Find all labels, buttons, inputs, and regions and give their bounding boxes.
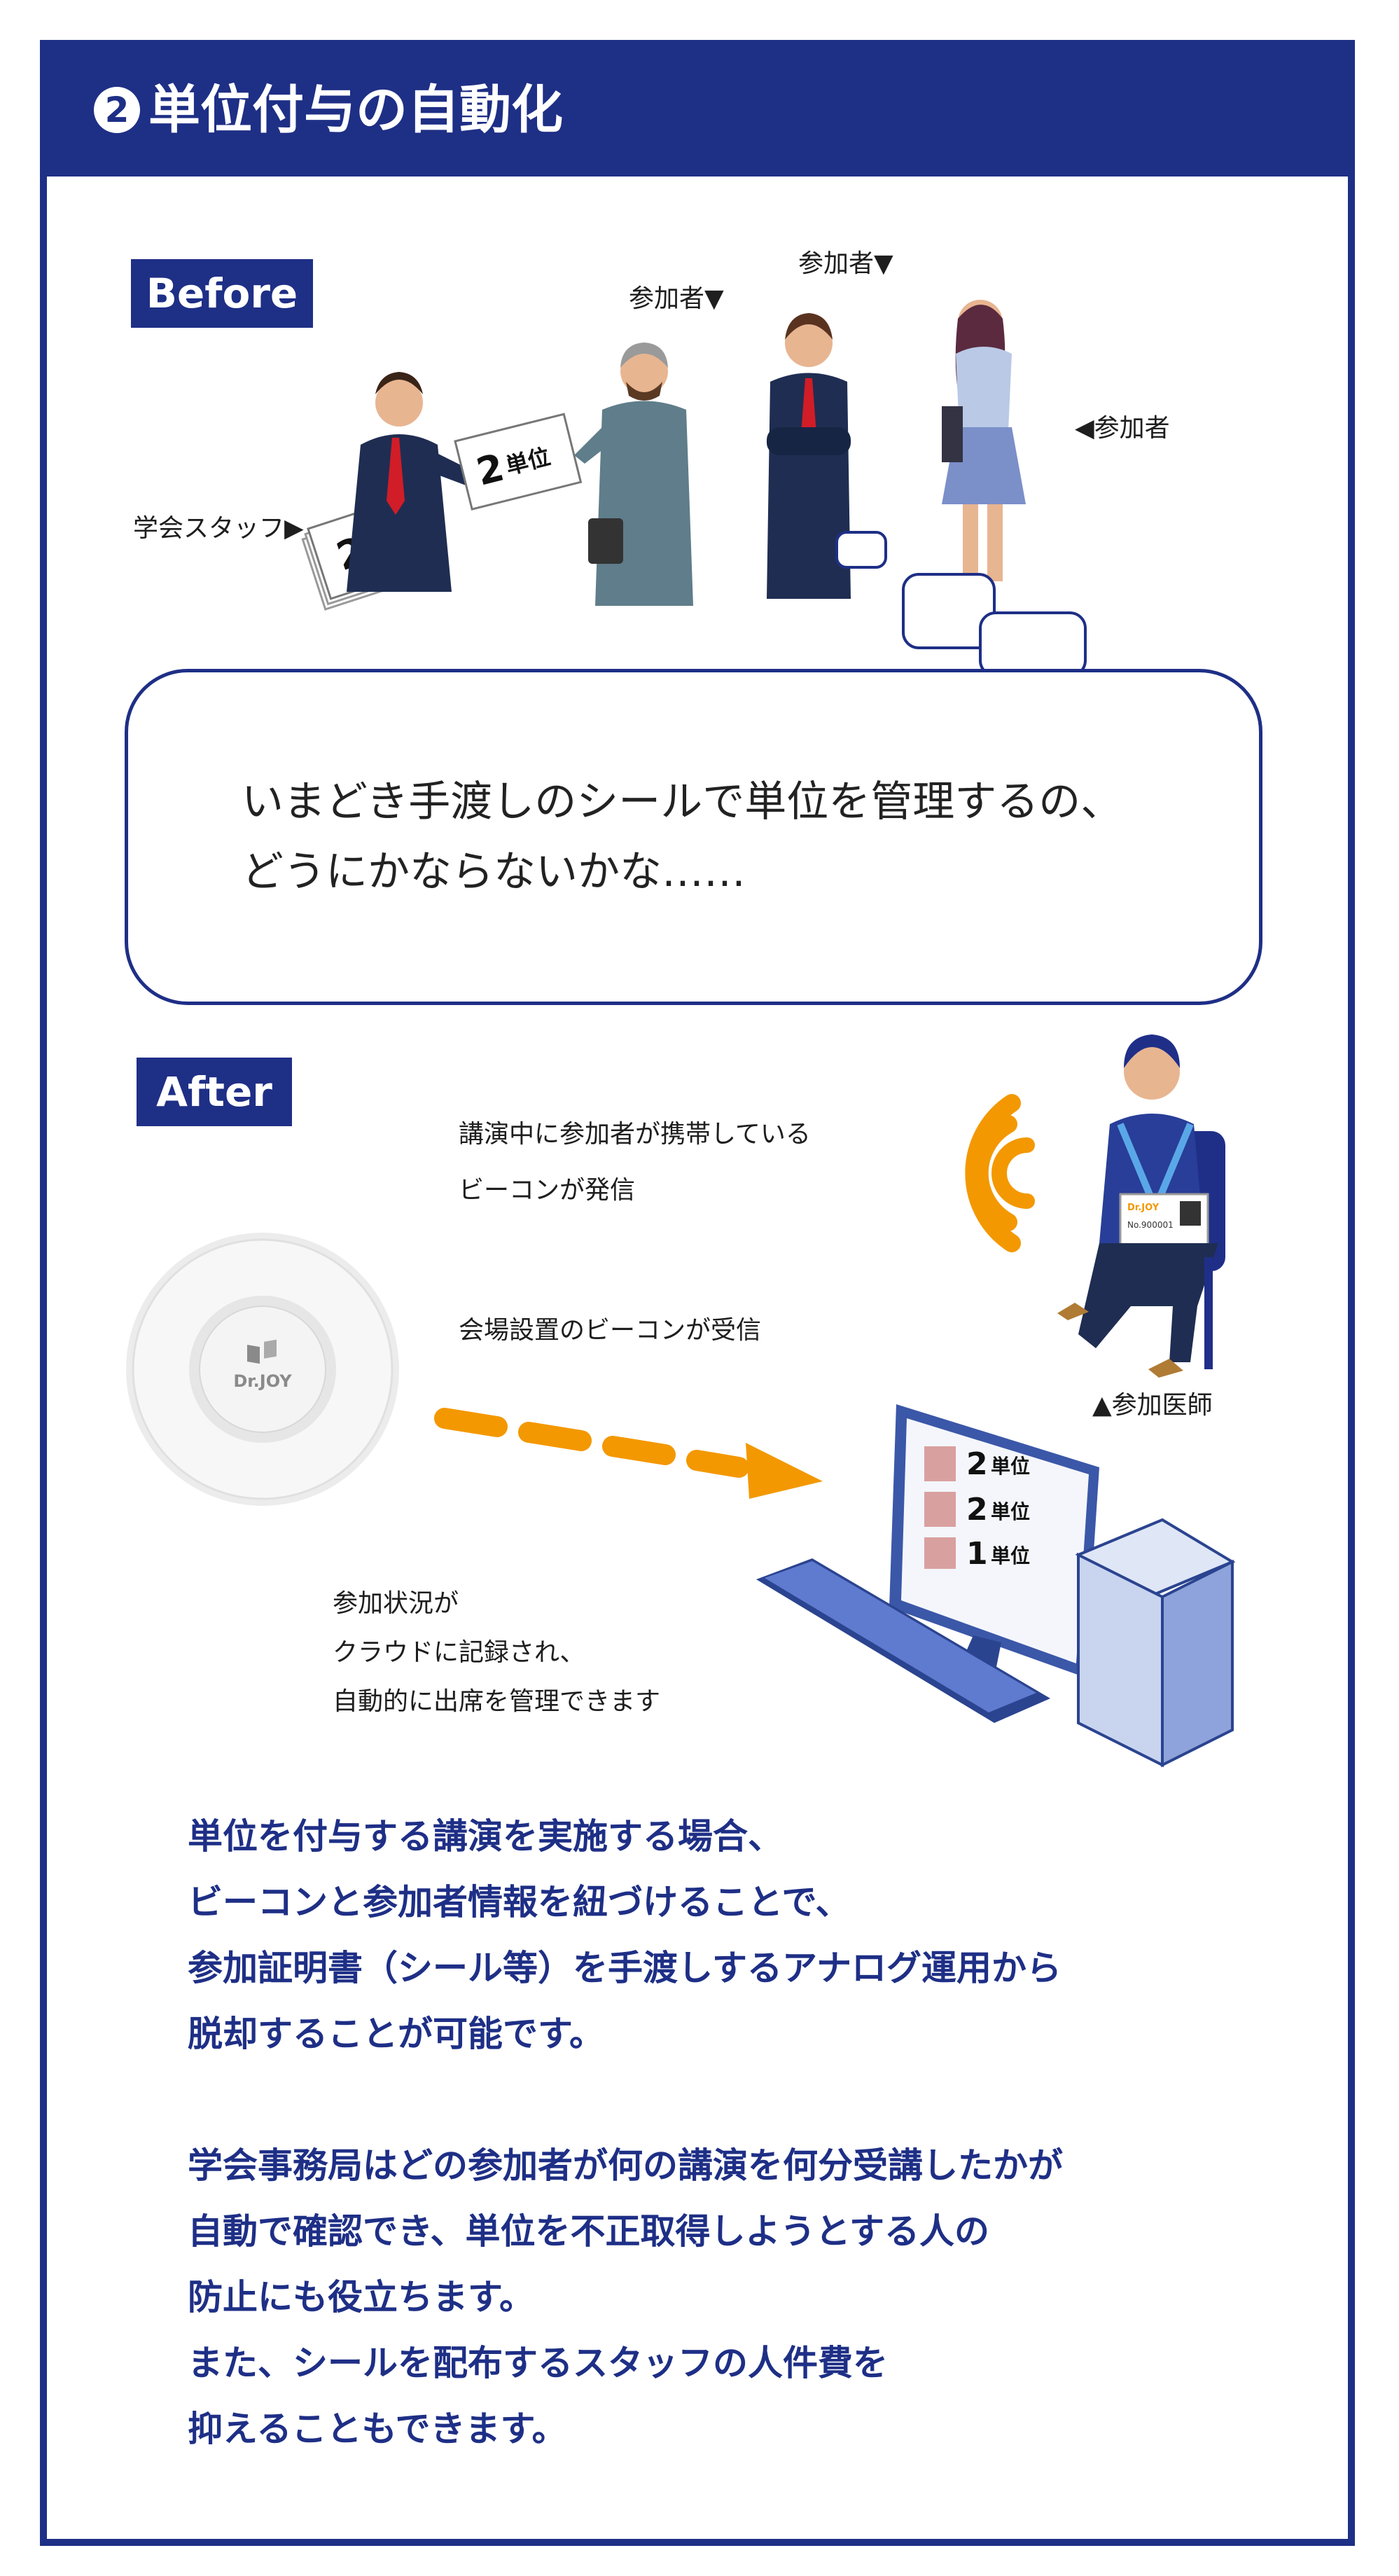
speech-line-2: どうにかならないかな…… xyxy=(242,847,746,896)
desc-p1-line-2: ビーコンと参加者情報を紐づけることで、 xyxy=(188,1882,851,1923)
thought-dots xyxy=(835,531,1087,677)
speech-line-1: いまどき手渡しのシールで単位を管理するの、 xyxy=(242,777,1123,826)
desc-p2-line-1: 学会事務局はどの参加者が何の講演を何分受講したかが xyxy=(188,2145,1063,2186)
speech-bubble-text: いまどき手渡しのシールで単位を管理するの、 どうにかならないかな…… xyxy=(242,767,1122,907)
desc-p1-line-4: 脱却することが可能です。 xyxy=(188,2014,604,2054)
paragraph-spacer xyxy=(188,2067,1063,2133)
beacon-brand: Dr.JOY xyxy=(233,1371,292,1391)
participant-label-1: 参加者▼ xyxy=(629,284,724,313)
staff-person-icon xyxy=(347,372,490,592)
section-header: 2 単位付与の自動化 xyxy=(40,40,1355,176)
desc-p2-line-4: また、シールを配布するスタッフの人件費を xyxy=(188,2343,888,2383)
computer-illustration: 2 単位 2 単位 1 単位 xyxy=(756,1404,1236,1768)
speech-bubble xyxy=(125,669,1262,1005)
number-circle-icon: 2 xyxy=(94,87,140,133)
participant-woman-icon xyxy=(942,300,1026,581)
participant-label-2: 参加者▼ xyxy=(798,249,893,278)
desc-p2-line-5: 抑えることもできます。 xyxy=(188,2409,567,2449)
desc-p1-line-1: 単位を付与する講演を実施する場合、 xyxy=(188,1816,783,1857)
screen-row-1-unit: 単位 xyxy=(991,1455,1030,1478)
badge-id: No.900001 xyxy=(1127,1220,1174,1230)
doctor-label: ▲参加医師 xyxy=(1092,1391,1213,1420)
before-people-illustration: 2 単位 2 単位 xyxy=(301,300,1026,611)
desc-p2-line-2: 自動で確認でき、単位を不正取得しようとする人の xyxy=(188,2211,989,2252)
beacon-send-text: 講演中に参加者が携帯している ビーコンが発信 xyxy=(459,1107,811,1219)
page-title: 単位付与の自動化 xyxy=(148,80,563,140)
participant-bearded-icon xyxy=(574,342,693,606)
pc-tower-icon xyxy=(1075,1518,1236,1768)
keyboard-icon xyxy=(756,1558,1050,1723)
monitor-icon: 2 単位 2 単位 1 単位 xyxy=(889,1404,1099,1677)
signal-waves-icon xyxy=(965,1094,1035,1252)
screen-row-2-num: 2 xyxy=(966,1492,988,1528)
handed-sticker-icon: 2 単位 xyxy=(454,413,583,511)
cloud-record-line-2: クラウドに記録され、 xyxy=(333,1638,585,1667)
beacon-device-icon: Dr.JOY xyxy=(126,1233,399,1506)
cloud-record-text: 参加状況が クラウドに記録され、 自動的に出席を管理できます xyxy=(333,1579,660,1726)
desc-p2-line-3: 防止にも役立ちます。 xyxy=(188,2277,534,2318)
data-flow-arrow-icon xyxy=(434,1408,823,1499)
desc-p1-line-3: 参加証明書（シール等）を手渡しするアナログ運用から xyxy=(188,1948,1062,1988)
after-badge: After xyxy=(137,1058,292,1126)
beacon-receive-text: 会場設置のビーコンが受信 xyxy=(459,1316,762,1345)
screen-row-3-num: 1 xyxy=(966,1536,988,1572)
participant-arms-crossed-icon xyxy=(767,313,851,599)
badge-brand: Dr.JOY xyxy=(1127,1203,1160,1213)
beacon-send-line-2: ビーコンが発信 xyxy=(459,1176,636,1205)
screen-row-2-unit: 単位 xyxy=(991,1500,1030,1523)
staff-label: 学会スタッフ▶ xyxy=(133,514,304,543)
screen-row-3-unit: 単位 xyxy=(991,1544,1030,1567)
cloud-record-line-3: 自動的に出席を管理できます xyxy=(333,1687,661,1716)
participant-label-3: ◀参加者 xyxy=(1075,414,1170,443)
header-number: 2 xyxy=(105,90,130,130)
screen-row-1-num: 2 xyxy=(966,1446,988,1482)
before-badge: Before xyxy=(131,259,313,328)
cloud-record-line-1: 参加状況が xyxy=(333,1589,459,1618)
beacon-send-line-1: 講演中に参加者が携帯している xyxy=(459,1120,811,1149)
seated-doctor-icon: Dr.JOY No.900001 xyxy=(1057,1034,1225,1378)
description: 単位を付与する講演を実施する場合、 ビーコンと参加者情報を紐づけることで、 参加… xyxy=(188,1803,1063,2462)
